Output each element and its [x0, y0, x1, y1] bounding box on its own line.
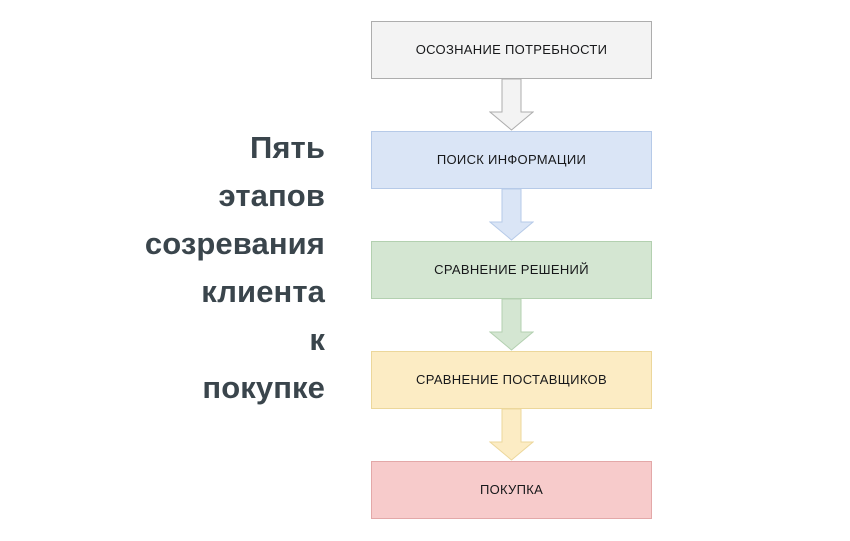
down-arrow-icon	[489, 299, 534, 351]
stage-box-purchase[interactable]: ПОКУПКА	[371, 461, 652, 519]
stage-label: ПОКУПКА	[479, 482, 544, 497]
stage-label: ОСОЗНАНИЕ ПОТРЕБНОСТИ	[415, 42, 608, 57]
down-arrow-icon	[489, 79, 534, 131]
stage-box-solution-comparison[interactable]: СРАВНЕНИЕ РЕШЕНИЙ	[371, 241, 652, 299]
stage-label: ПОИСК ИНФОРМАЦИИ	[436, 152, 587, 167]
down-arrow-icon	[489, 189, 534, 241]
stage-box-information-search[interactable]: ПОИСК ИНФОРМАЦИИ	[371, 131, 652, 189]
connector-arrow-3	[489, 299, 534, 351]
connector-arrow-1	[489, 79, 534, 131]
stage-box-awareness[interactable]: ОСОЗНАНИЕ ПОТРЕБНОСТИ	[371, 21, 652, 79]
stage-box-vendor-comparison[interactable]: СРАВНЕНИЕ ПОСТАВЩИКОВ	[371, 351, 652, 409]
stage-label: СРАВНЕНИЕ ПОСТАВЩИКОВ	[416, 372, 607, 387]
diagram-title: Пять этапов созревания клиента к покупке	[144, 130, 325, 405]
stage-label: СРАВНЕНИЕ РЕШЕНИЙ	[434, 262, 589, 277]
down-arrow-icon	[489, 409, 534, 461]
connector-arrow-4	[489, 409, 534, 461]
stage-flow-column: ОСОЗНАНИЕ ПОТРЕБНОСТИ ПОИСК ИНФОРМАЦИИ С…	[371, 21, 652, 520]
connector-arrow-2	[489, 189, 534, 241]
